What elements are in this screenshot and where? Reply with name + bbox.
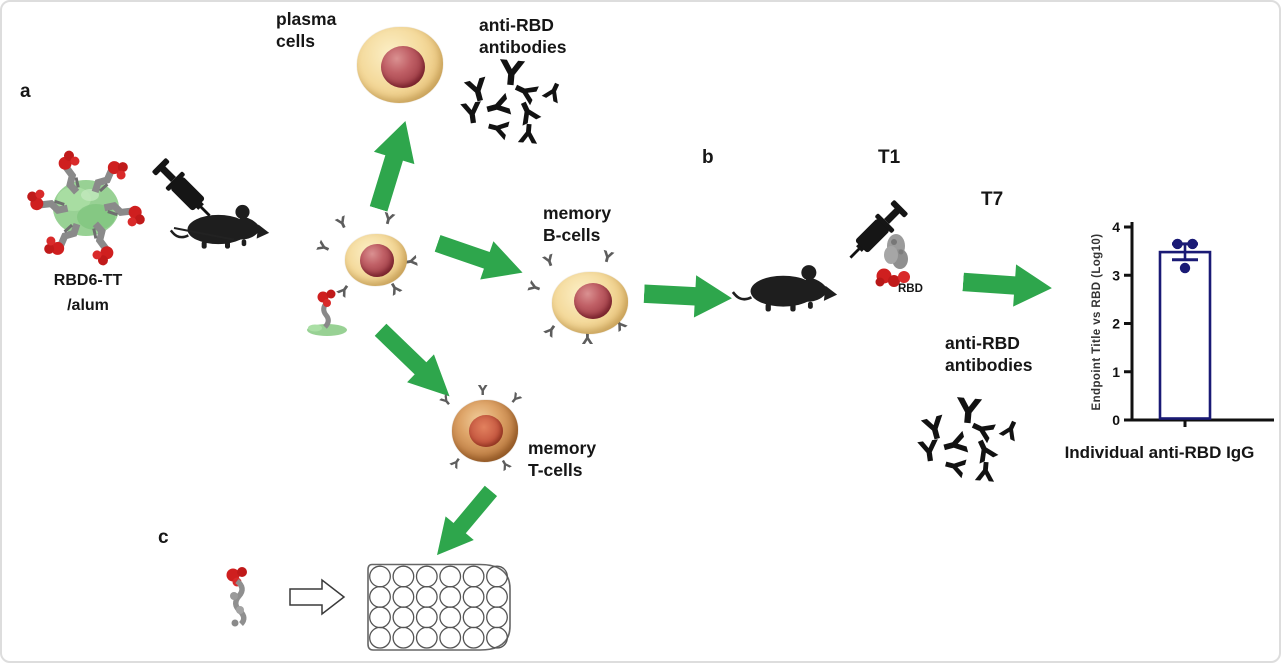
arrow-memory-t-to-plate <box>422 478 507 568</box>
memory-b-cell-nucleus <box>574 283 612 319</box>
antibody-icon: Y <box>996 412 1025 446</box>
mouse-icon-a <box>169 203 271 250</box>
tcr-receptor-icon: Y <box>506 390 524 409</box>
chart-title: Individual anti-RBD IgG <box>1064 443 1255 462</box>
panel-c-label: c <box>158 527 169 548</box>
b-cell-nucleus <box>360 244 394 277</box>
antibody-icon: Y <box>974 454 997 486</box>
bcr-receptor-icon: Y <box>541 319 561 341</box>
outline-arrow-icon <box>289 578 346 616</box>
antibody-icon: Y <box>479 115 514 141</box>
memory-t-cell-nucleus <box>469 415 503 447</box>
bcr-receptor-icon: Y <box>313 238 335 257</box>
chart-y-axis-label: Endpoint Title vs RBD (Log10) <box>1091 233 1103 411</box>
24-well-plate-icon <box>367 563 511 651</box>
rbd6-tt-antigen-icon <box>24 147 148 269</box>
panel-b-label: b <box>702 147 714 168</box>
arrow-boost-to-chart <box>962 259 1054 311</box>
rbd-antigen-icon-c <box>226 567 247 627</box>
plasma-cells-label: plasma cells <box>276 9 337 52</box>
rbd-label: RBD <box>898 283 923 295</box>
memory-b-cell: Y Y Y Y Y Y <box>524 246 642 355</box>
plasma-cell <box>353 22 447 108</box>
bcr-receptor-icon: Y <box>599 246 616 268</box>
antigen-presented-icon <box>307 289 347 336</box>
activated-b-cell: Y Y Y Y Y Y <box>313 208 422 315</box>
panel-a-label: a <box>20 81 31 102</box>
arrow-bcell-to-memory-b <box>430 223 529 294</box>
svg-text:2: 2 <box>1112 316 1120 332</box>
adjuvant-label: /alum <box>67 297 109 314</box>
timepoint-t7-label: T7 <box>981 189 1004 210</box>
tcr-receptor-icon: Y <box>438 392 456 411</box>
svg-text:4: 4 <box>1112 219 1120 235</box>
endpoint-titer-bar-chart: 0 1 2 3 4 <box>1112 219 1274 428</box>
svg-text:1: 1 <box>1112 364 1120 380</box>
svg-text:3: 3 <box>1112 267 1120 283</box>
plasma-cell-nucleus <box>381 46 425 88</box>
bcr-receptor-icon: Y <box>333 212 351 234</box>
bcr-receptor-icon: Y <box>380 208 397 230</box>
mouse-icon-b <box>731 263 839 313</box>
memory-t-cell: Y Y Y Y Y <box>438 384 536 480</box>
arrow-memory-b-to-boost <box>643 271 733 322</box>
antibody-icon: Y <box>517 116 540 148</box>
anti-rbd-antibodies-label-b: anti-RBD antibodies <box>945 333 1033 376</box>
antibody-icon: Y <box>936 453 971 479</box>
tcr-receptor-icon: Y <box>448 452 465 471</box>
antibody-icon: Y <box>539 74 568 108</box>
anti-rbd-antibodies-label-a: anti-RBD antibodies <box>479 15 567 58</box>
timepoint-t1-label: T1 <box>878 147 901 168</box>
tcr-receptor-icon: Y <box>478 384 488 399</box>
rbd-molecule-icon <box>875 234 910 287</box>
memory-t-cells-label: memory T-cells <box>528 438 597 481</box>
bcr-receptor-icon: Y <box>541 250 558 272</box>
memory-b-cells-label: memory B-cells <box>543 203 612 246</box>
arrow-bcell-to-plasma <box>357 114 428 215</box>
antigen-name-label: RBD6-TT <box>53 272 123 289</box>
bcr-receptor-icon: Y <box>524 279 546 296</box>
svg-text:0: 0 <box>1112 412 1120 428</box>
